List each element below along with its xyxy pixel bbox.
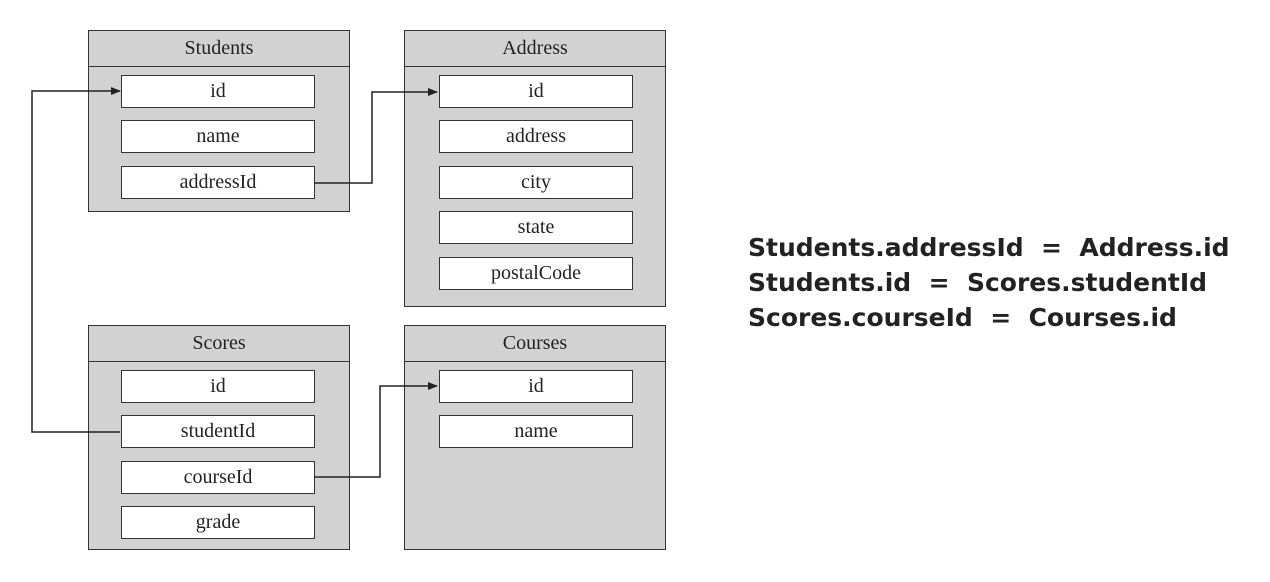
scores-field-studentid: studentId <box>121 415 315 448</box>
scores-field-grade: grade <box>121 506 315 539</box>
scores-table-title: Scores <box>89 326 349 362</box>
students-field-id: id <box>121 75 315 108</box>
scores-field-id: id <box>121 370 315 403</box>
relations-list: Students.addressId = Address.id Students… <box>748 230 1230 335</box>
students-field-addressid: addressId <box>121 166 315 199</box>
students-table-title: Students <box>89 31 349 67</box>
address-field-state: state <box>439 211 633 244</box>
scores-table: Scores id studentId courseId grade <box>88 325 350 550</box>
courses-field-id: id <box>439 370 633 403</box>
relation-students-scores: Students.id = Scores.studentId <box>748 268 1208 297</box>
courses-field-name: name <box>439 415 633 448</box>
address-table: Address id address city state postalCode <box>404 30 666 307</box>
relation-students-address: Students.addressId = Address.id <box>748 233 1230 262</box>
address-table-title: Address <box>405 31 665 67</box>
address-field-address: address <box>439 120 633 153</box>
address-field-postalcode: postalCode <box>439 257 633 290</box>
courses-table: Courses id name <box>404 325 666 550</box>
relation-scores-courses: Scores.courseId = Courses.id <box>748 303 1177 332</box>
address-field-id: id <box>439 75 633 108</box>
address-field-city: city <box>439 166 633 199</box>
students-field-name: name <box>121 120 315 153</box>
scores-field-courseid: courseId <box>121 461 315 494</box>
courses-table-title: Courses <box>405 326 665 362</box>
students-table: Students id name addressId <box>88 30 350 212</box>
